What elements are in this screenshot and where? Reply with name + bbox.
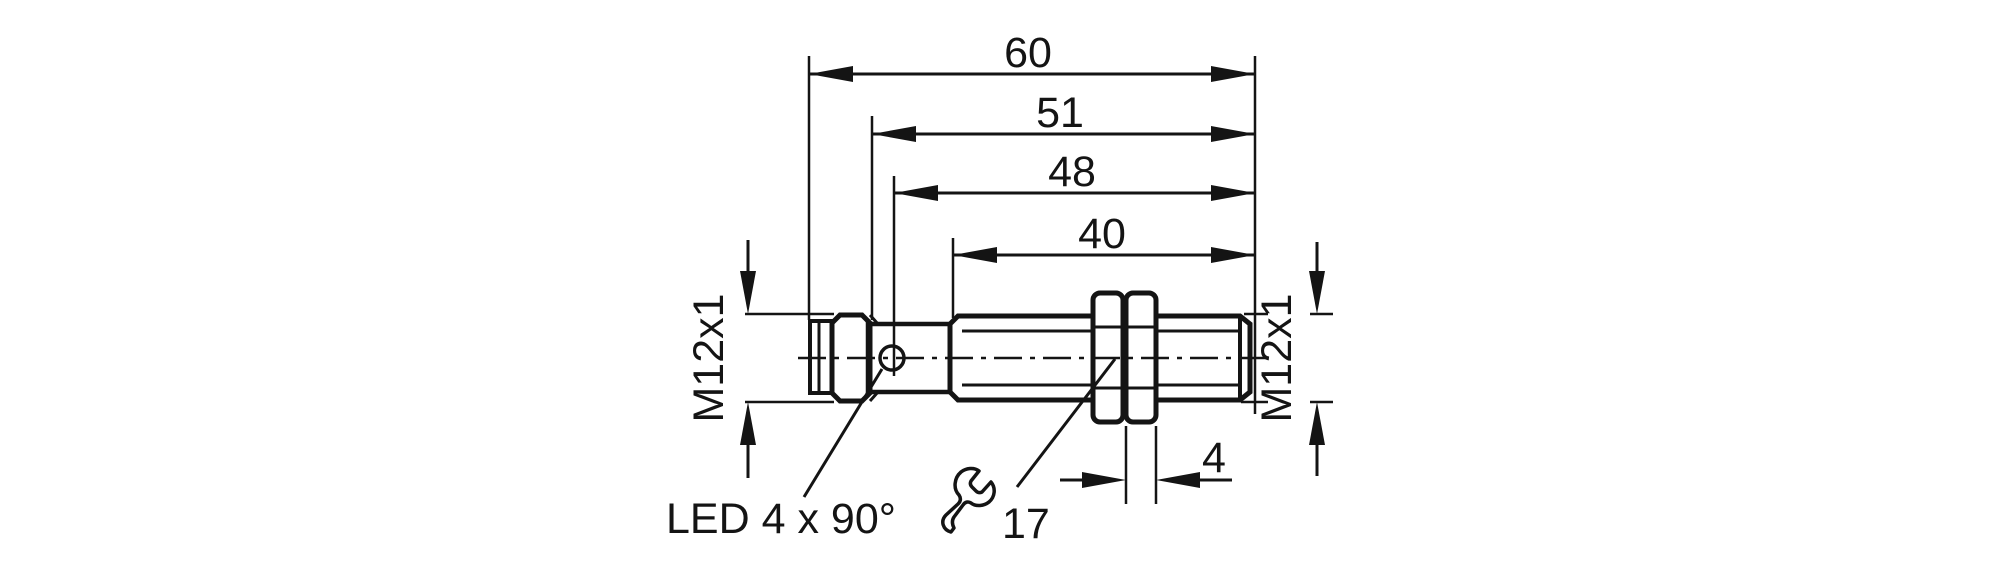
- dimension-48: 48: [894, 148, 1255, 201]
- dimension-60: 60: [809, 29, 1255, 82]
- thread-left-label: M12x1: [685, 293, 733, 422]
- wrench-callout: 17: [941, 358, 1117, 548]
- dimension-40: 40: [953, 210, 1255, 263]
- nut-thickness-label: 4: [1202, 434, 1226, 482]
- thread-dim-left: M12x1: [685, 240, 834, 478]
- extension-lines: [807, 56, 1257, 414]
- wrench-size-label: 17: [1002, 500, 1050, 548]
- dim-60-label: 60: [1004, 29, 1052, 77]
- led-label: LED 4 x 90°: [666, 495, 896, 543]
- led-position-circle-icon: [878, 344, 906, 372]
- thread-dim-right: M12x1: [1241, 242, 1333, 476]
- sensor-body: [798, 290, 1268, 425]
- nut-thickness-dim: 4: [1060, 426, 1232, 504]
- dim-51-label: 51: [1036, 89, 1084, 137]
- thread-right-label: M12x1: [1253, 293, 1301, 422]
- open-end-wrench-icon: [941, 466, 996, 534]
- dim-40-label: 40: [1078, 210, 1126, 258]
- led-callout: LED 4 x 90°: [666, 368, 896, 543]
- dimension-51: 51: [872, 89, 1255, 142]
- dim-48-label: 48: [1048, 148, 1096, 196]
- length-dimensions: 60 51 48 40: [809, 29, 1255, 263]
